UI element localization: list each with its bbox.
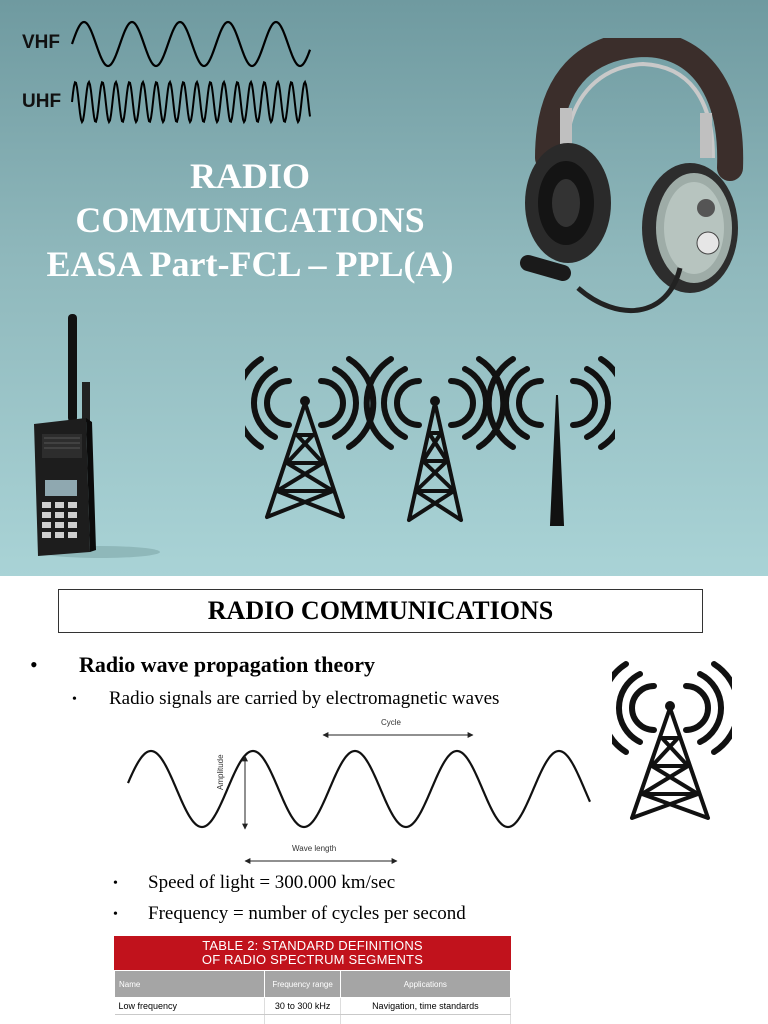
- table-cell: Navigation, time standards: [340, 997, 511, 1015]
- spectrum-table: TABLE 2: STANDARD DEFINITIONS OF RADIO S…: [114, 936, 511, 1024]
- table-cell: 30 to 300 kHz: [264, 997, 341, 1015]
- column-header: Frequency range: [264, 970, 341, 998]
- table-row: Low frequency 30 to 300 kHz Navigation, …: [114, 997, 511, 1015]
- amplitude-label: Amplitude: [216, 754, 225, 790]
- bullet-dot: •: [30, 652, 38, 677]
- cycle-label: Cycle: [381, 718, 402, 727]
- table-row: [114, 1014, 511, 1024]
- table-title-line: OF RADIO SPECTRUM SEGMENTS: [201, 952, 424, 967]
- sub-bullet-dot: •: [72, 692, 77, 707]
- sub-bullet-text: Frequency = number of cycles per second: [148, 903, 466, 924]
- slide-title-box: RADIO COMMUNICATIONS: [58, 589, 703, 633]
- walkie-talkie-icon: [34, 314, 160, 558]
- wavelength-label: Wave length: [292, 844, 337, 853]
- table-title: TABLE 2: STANDARD DEFINITIONS OF RADIO S…: [114, 936, 511, 970]
- radio-tower-icon: [245, 356, 615, 526]
- sine-wave-icon: [70, 20, 312, 125]
- title-line: COMMUNICATIONS: [75, 200, 425, 240]
- vhf-label: VHF: [22, 32, 60, 53]
- uhf-label: UHF: [22, 91, 62, 112]
- table-header-row: Name Frequency range Applications: [114, 970, 511, 998]
- sub-bullet-dot: •: [113, 876, 118, 891]
- table-body: Name Frequency range Applications Low fr…: [114, 970, 511, 1024]
- table-cell: Low frequency: [114, 997, 266, 1015]
- table-title-line: TABLE 2: STANDARD DEFINITIONS: [202, 938, 423, 953]
- content-slide: RADIO COMMUNICATIONS • Radio wave propag…: [0, 576, 768, 1024]
- em-wave-diagram: [126, 732, 592, 864]
- sub-bullet-text: Radio signals are carried by electromagn…: [109, 688, 500, 709]
- column-header: Name: [114, 970, 266, 998]
- bullet-main-text: Radio wave propagation theory: [79, 652, 375, 677]
- em-sine-wave: [126, 749, 592, 829]
- title-line: RADIO: [189, 156, 310, 196]
- headset-icon: [520, 38, 744, 313]
- uhf-wave: [71, 79, 311, 125]
- column-header: Applications: [339, 970, 511, 998]
- radio-tower-icon: [612, 661, 732, 820]
- title-slide: VHF UHF RADIO COMMUNICATIONS EASA Part-F…: [0, 0, 768, 576]
- sub-bullet-dot: •: [113, 907, 118, 922]
- sub-bullet-text: Speed of light = 300.000 km/sec: [148, 872, 396, 893]
- title-line: EASA Part-FCL – PPL(A): [46, 244, 454, 284]
- slide-title: RADIO COMMUNICATIONS EASA Part-FCL – PPL…: [0, 154, 500, 286]
- slide-title: RADIO COMMUNICATIONS: [207, 596, 554, 625]
- vhf-wave: [70, 20, 312, 68]
